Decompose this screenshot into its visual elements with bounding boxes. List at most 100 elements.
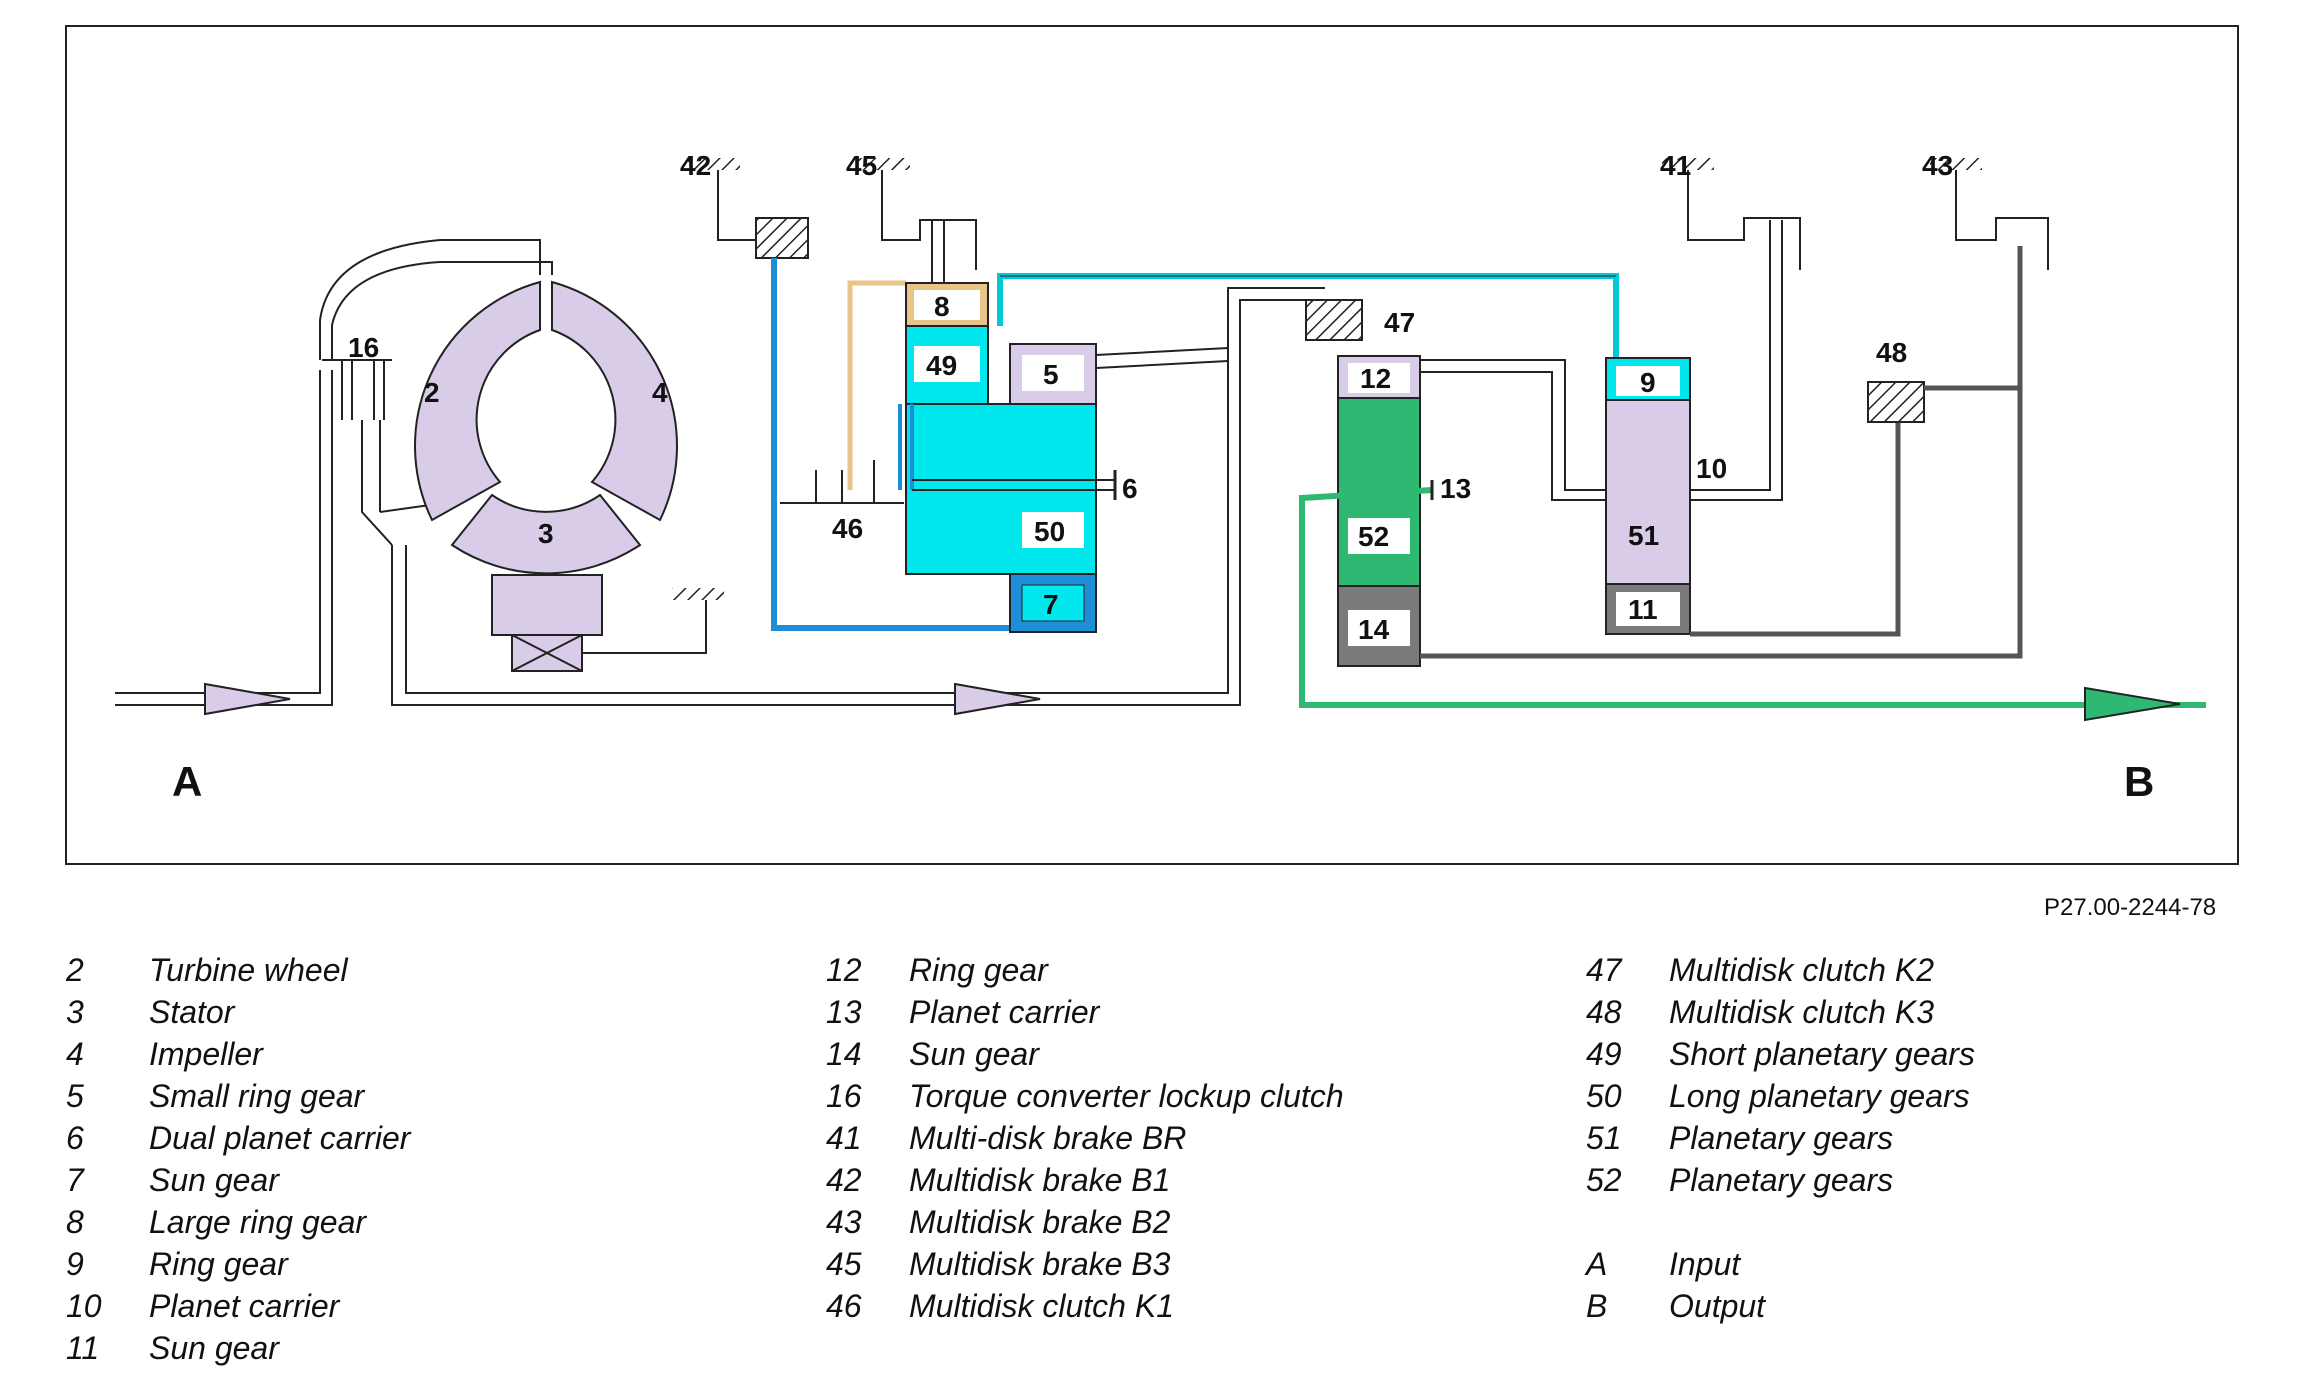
- legend-text: Small ring gear: [149, 1078, 365, 1114]
- label-43: 43: [1922, 150, 1953, 181]
- label-42: 42: [680, 150, 711, 181]
- output-arrow: [2084, 686, 2181, 722]
- label-12: 12: [1360, 363, 1391, 394]
- lockup-clutch-16: [322, 359, 392, 420]
- label-10: 10: [1696, 453, 1727, 484]
- brake-45: [858, 158, 977, 283]
- brake-41: [1662, 158, 1801, 270]
- legend-text: Turbine wheel: [149, 952, 348, 988]
- label-41: 41: [1660, 150, 1691, 181]
- label-46: 46: [832, 513, 863, 544]
- legend-key: 16: [826, 1078, 862, 1114]
- legend-text: Ring gear: [909, 952, 1048, 988]
- legend-text: Dual planet carrier: [149, 1120, 411, 1156]
- legend-text: Multidisk brake B3: [909, 1246, 1171, 1282]
- label-6: 6: [1122, 473, 1138, 504]
- legend-key: 13: [826, 994, 862, 1030]
- legend-text: Ring gear: [149, 1246, 288, 1282]
- label-5: 5: [1043, 359, 1059, 390]
- legend-text: Sun gear: [149, 1330, 279, 1366]
- label-13: 13: [1440, 473, 1471, 504]
- label-7: 7: [1043, 589, 1059, 620]
- label-11: 11: [1628, 594, 1658, 625]
- diagram-frame: [65, 25, 2239, 865]
- clutch-48: [1867, 381, 2020, 423]
- label-47: 47: [1384, 307, 1415, 338]
- legend-key: 2: [66, 952, 84, 988]
- legend-text: Torque converter lockup clutch: [909, 1078, 1344, 1114]
- legend-key: 4: [66, 1036, 84, 1072]
- planetary-set-rear: [1605, 357, 1901, 637]
- legend-text: Output: [1669, 1288, 1766, 1324]
- legend-text: Long planetary gears: [1669, 1078, 1970, 1114]
- input-arrow: [204, 682, 291, 716]
- legend-text: Large ring gear: [149, 1204, 367, 1240]
- label-16: 16: [348, 332, 379, 363]
- ring5-link: [1095, 347, 1229, 369]
- label-45: 45: [846, 150, 877, 181]
- label-49: 49: [926, 350, 957, 381]
- label-48: 48: [1876, 337, 1907, 368]
- legend-text: Multidisk brake B2: [909, 1204, 1171, 1240]
- legend-text: Planet carrier: [149, 1288, 340, 1324]
- legend-key: 45: [826, 1246, 862, 1282]
- clutch-47: [1305, 299, 1363, 341]
- legend-key: 43: [826, 1204, 862, 1240]
- legend-key: 5: [66, 1078, 84, 1114]
- legend-key: 46: [826, 1288, 862, 1324]
- legend-key: 14: [826, 1036, 862, 1072]
- legend-text: Sun gear: [909, 1036, 1039, 1072]
- label-9: 9: [1640, 367, 1656, 398]
- legend-text: Multidisk clutch K3: [1669, 994, 1934, 1030]
- legend-text: Short planetary gears: [1669, 1036, 1975, 1072]
- label-output: B: [2124, 758, 2154, 805]
- legend-key: 41: [826, 1120, 862, 1156]
- legend-key: 7: [66, 1162, 84, 1198]
- label-input: A: [172, 758, 202, 805]
- legend-text: Multi-disk brake BR: [909, 1120, 1187, 1156]
- label-50: 50: [1034, 516, 1065, 547]
- label-52: 52: [1358, 521, 1389, 552]
- legend-text: Multidisk clutch K1: [909, 1288, 1174, 1324]
- output-shaft: [1299, 487, 2206, 708]
- legend-key: 6: [66, 1120, 84, 1156]
- label-4: 4: [652, 377, 668, 408]
- label-51: 51: [1628, 520, 1659, 551]
- legend-key: 8: [66, 1204, 84, 1240]
- legend-key: 11: [66, 1330, 100, 1366]
- legend-text: Multidisk clutch K2: [1669, 952, 1934, 988]
- legend-key: 50: [1586, 1078, 1622, 1114]
- legend-text: Impeller: [149, 1036, 263, 1072]
- legend-text: Input: [1669, 1246, 1741, 1282]
- legend-key: 52: [1586, 1162, 1622, 1198]
- planetary-set-middle: [1337, 220, 2023, 667]
- turbine-shaft: [361, 287, 1325, 706]
- legend-key: 10: [66, 1288, 102, 1324]
- legend-text: Planetary gears: [1669, 1162, 1894, 1198]
- lockup-clutch-path: [319, 239, 553, 360]
- label-8: 8: [934, 291, 950, 322]
- legend-key: 42: [826, 1162, 862, 1198]
- brake-43: [1930, 158, 2049, 270]
- label-14: 14: [1358, 614, 1390, 645]
- legend-key: B: [1586, 1288, 1608, 1324]
- torque-converter: [414, 280, 724, 672]
- planetary-set-front: [898, 282, 1117, 633]
- brake-42: [688, 158, 1090, 631]
- legend-text: Multidisk brake B1: [909, 1162, 1171, 1198]
- legend-text: Planet carrier: [909, 994, 1100, 1030]
- legend-key: 47: [1586, 952, 1622, 988]
- clutch-46: [780, 280, 906, 504]
- legend-key: 49: [1586, 1036, 1622, 1072]
- legend-key: 3: [66, 994, 84, 1030]
- legend-key: 51: [1586, 1120, 1622, 1156]
- reference-code: P27.00-2244-78: [2044, 894, 2217, 921]
- label-3: 3: [538, 518, 554, 549]
- legend-text: Stator: [149, 994, 235, 1030]
- input-shaft: [115, 370, 333, 706]
- legend-key: A: [1586, 1246, 1608, 1282]
- legend-key: 9: [66, 1246, 84, 1282]
- legend-text: Planetary gears: [1669, 1120, 1894, 1156]
- legend-key: 12: [826, 952, 862, 988]
